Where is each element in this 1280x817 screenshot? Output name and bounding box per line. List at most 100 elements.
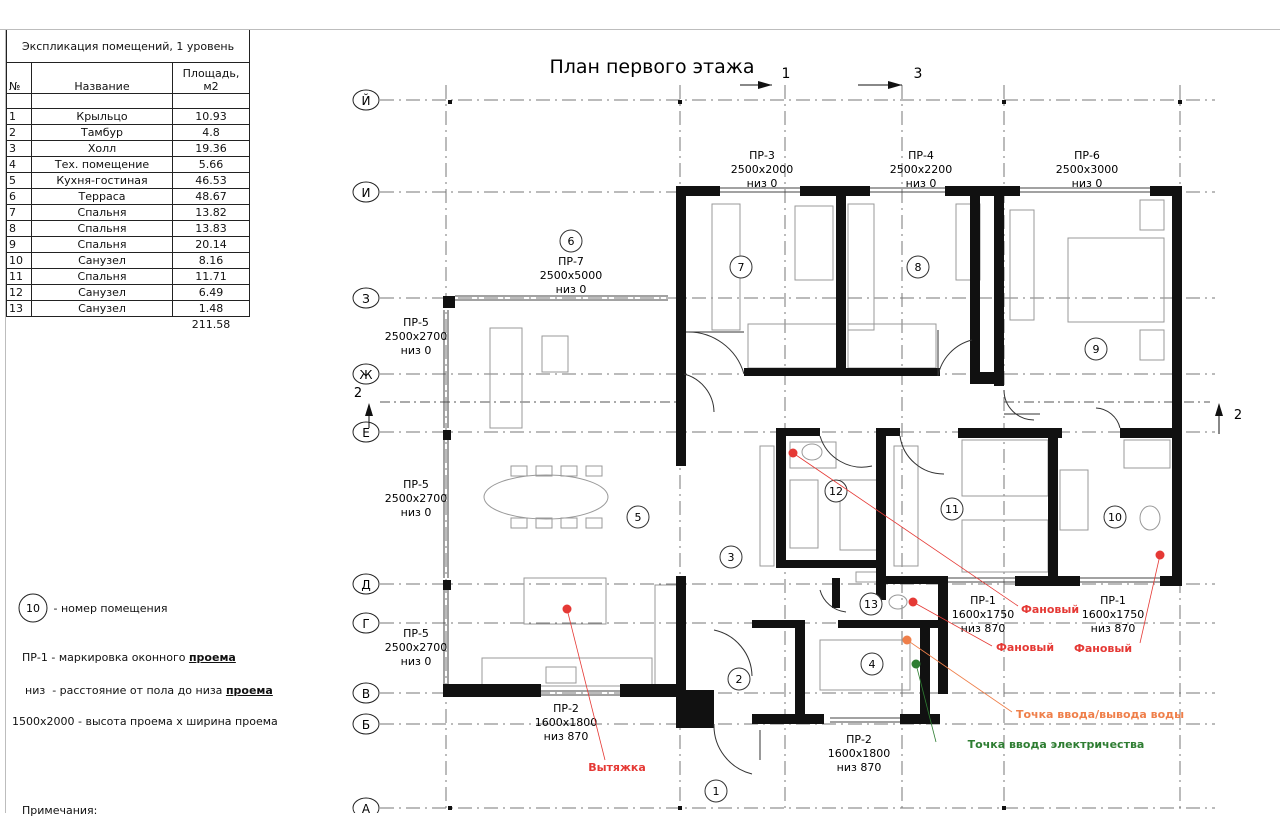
opening-size: 2500х2700 (385, 492, 448, 505)
room-marker (729, 255, 753, 279)
opening-size: 1600х1750 (952, 608, 1015, 621)
utility-point (908, 597, 918, 607)
room-number: 6 (568, 235, 575, 248)
door-swing (937, 330, 973, 377)
room-marker (860, 652, 884, 676)
wardrobe (759, 445, 775, 567)
opening-sill: низ 870 (837, 761, 882, 774)
opening-sill: низ 0 (1072, 177, 1103, 190)
header-area-line1: Площадь, (182, 67, 240, 80)
wall (776, 428, 820, 436)
opening-sill: низ 0 (556, 283, 587, 296)
kitchen-island (523, 577, 607, 625)
opening-size: 1600х1750 (1082, 608, 1145, 621)
legend-bottom-text: - расстояние от пола до низа (45, 684, 226, 697)
annotation-leader (1139, 554, 1161, 644)
room-marker (727, 667, 751, 691)
annotation-label: Фановый (996, 641, 1054, 654)
opening-code: ПР-4 (908, 149, 934, 162)
dining-table (483, 474, 609, 520)
axis-label: Д (361, 578, 370, 592)
annotation-leader (566, 608, 606, 761)
table-cell-area: 1.48 (172, 300, 250, 317)
opening-size: 2500х2700 (385, 641, 448, 654)
wall (443, 684, 541, 697)
legend-opening: ПР-1 - маркировка оконного проема (22, 651, 236, 664)
room-marker (719, 545, 743, 569)
opening-sill: низ 870 (544, 730, 589, 743)
room-number: 3 (728, 551, 735, 564)
grid-point (678, 100, 682, 104)
axis-label: Б (362, 718, 370, 732)
axis-label: З (362, 292, 370, 306)
opening-code: ПР-5 (403, 478, 429, 491)
header-name: Название (31, 62, 173, 94)
wall (838, 620, 938, 628)
axis-circle (352, 363, 380, 385)
wall (1172, 186, 1182, 586)
room-number: 11 (945, 503, 959, 516)
opening-code: ПР-6 (1074, 149, 1100, 162)
axis-circle (352, 181, 380, 203)
header-num: № (6, 62, 32, 94)
toilet (801, 443, 823, 461)
bed (961, 439, 1049, 497)
wall (1120, 428, 1180, 438)
axis-circle (352, 797, 380, 813)
door-swing (1003, 389, 1040, 421)
section-label: 2 (1234, 408, 1242, 423)
kitchen-counter (654, 584, 678, 686)
room-number: 4 (869, 658, 876, 671)
wall (970, 196, 980, 380)
bath-vanity (789, 479, 819, 549)
toilet (888, 594, 908, 610)
wall (994, 186, 1004, 386)
sheet-border-left (5, 29, 6, 813)
table-cell-num: 13 (6, 300, 32, 317)
door-swing (713, 723, 753, 775)
wall (876, 428, 886, 600)
explication-table: Экспликация помещений, 1 уровень № Назва… (6, 30, 250, 332)
door-swing (685, 331, 745, 375)
legend-room: 10 - номер помещения (18, 593, 168, 625)
room-number: 2 (736, 673, 743, 686)
door-swing (683, 373, 715, 413)
axis-label: В (362, 687, 370, 701)
legend-room-symbol-text: 10 (26, 602, 40, 615)
axis-circle (352, 612, 380, 634)
room-marker (704, 779, 728, 803)
wall (443, 580, 451, 590)
room-number: 5 (635, 511, 642, 524)
wall (443, 296, 455, 308)
room-marker (940, 497, 964, 521)
wall (620, 684, 682, 697)
wall (876, 428, 900, 436)
opening-code: ПР-3 (749, 149, 775, 162)
dining-chair (560, 465, 578, 477)
dining-chair (510, 517, 528, 529)
double-bed (1067, 237, 1165, 323)
axis-label: Г (362, 617, 369, 631)
opening-code: ПР-1 (1100, 594, 1126, 607)
opening-size: 2500х2200 (890, 163, 953, 176)
utility-point (1155, 550, 1165, 560)
wall (776, 560, 880, 568)
room-number: 8 (915, 261, 922, 274)
wall (970, 372, 1004, 384)
opening-sill: низ 0 (906, 177, 937, 190)
room-number: 10 (1108, 511, 1122, 524)
furniture (481, 199, 1171, 691)
wall (878, 576, 944, 584)
legend-opening-word: проема (188, 651, 236, 664)
room-marker (1103, 505, 1127, 529)
room-number: 1 (713, 785, 720, 798)
